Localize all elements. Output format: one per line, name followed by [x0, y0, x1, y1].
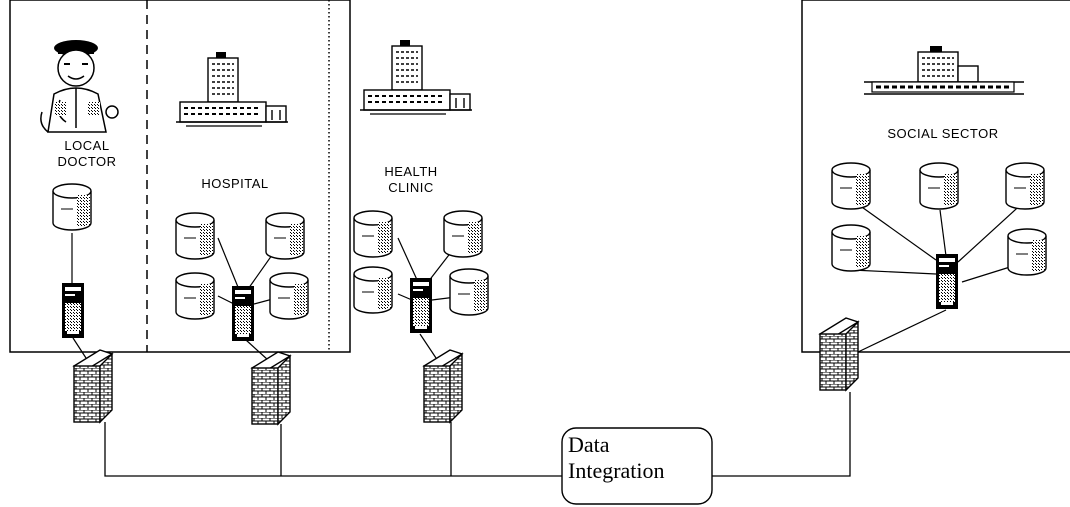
- database-cylinder-icon: [266, 213, 304, 259]
- server-tower-icon: [62, 283, 84, 338]
- doctor-clipart-icon: [40, 40, 119, 133]
- database-cylinder-icon: [1008, 229, 1046, 275]
- database-cylinder-icon: [920, 163, 958, 209]
- database-cylinder-icon: [832, 163, 870, 209]
- database-cylinder-icon: [176, 213, 214, 259]
- database-cylinder-icon: [832, 225, 870, 271]
- database-cylinder-icon: [450, 269, 488, 315]
- data-integration-line2: Integration: [568, 458, 665, 483]
- firewall-brick-wall-icon: [423, 349, 463, 423]
- firewall-brick-wall-icon: [251, 351, 291, 425]
- backbone-lines: [104, 392, 851, 477]
- database-cylinder-icon: [176, 273, 214, 319]
- hospital-label: HOSPITAL: [201, 176, 269, 191]
- database-cylinder-icon: [444, 211, 482, 257]
- database-cylinder-icon: [270, 273, 308, 319]
- data-integration-line1: Data: [568, 432, 610, 457]
- local-doctor-label: LOCAL DOCTOR: [57, 138, 117, 169]
- health-clinic-label: HEALTH CLINIC: [384, 164, 438, 195]
- firewall-brick-wall-icon: [73, 349, 113, 423]
- social-sector-network: [851, 199, 1027, 353]
- server-tower-icon: [936, 254, 958, 309]
- database-cylinder-icon: [354, 211, 392, 257]
- data-integration-box: [561, 427, 713, 505]
- server-tower-icon: [232, 286, 254, 341]
- data-integration-label: Data Integration: [562, 428, 712, 504]
- database-cylinder-icon: [1006, 163, 1044, 209]
- clinic-building-icon: [359, 39, 473, 115]
- database-cylinder-icon: [354, 267, 392, 313]
- social-sector-building-icon: [864, 46, 1024, 95]
- server-tower-icon: [410, 278, 432, 333]
- social-sector-label: SOCIAL SECTOR: [887, 126, 999, 141]
- database-cylinder-icon: [53, 184, 91, 230]
